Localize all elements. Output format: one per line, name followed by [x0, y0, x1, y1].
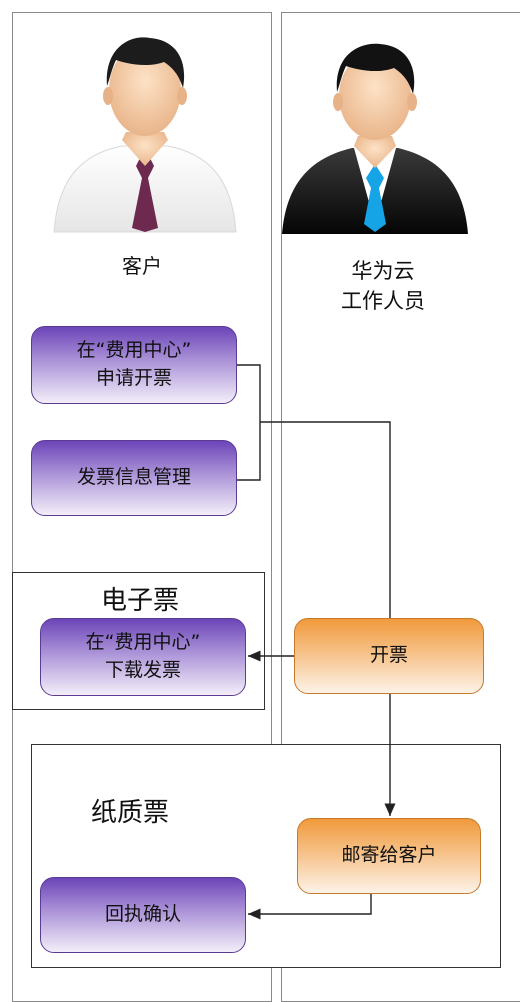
apply-invoice-step: 在“费用中心” 申请开票 — [31, 326, 237, 404]
staff-lane-title: 华为云 工作人员 — [341, 259, 425, 314]
electronic-invoice-label: 电子票 — [100, 586, 179, 616]
paper-invoice-label: 纸质票 — [90, 798, 169, 828]
download-invoice-step: 在“费用中心” 下载发票 — [40, 618, 246, 696]
confirm-receipt-step: 回执确认 — [40, 877, 246, 953]
customer-avatar-icon — [53, 37, 237, 233]
issue-invoice-step: 开票 — [294, 618, 484, 694]
customer-lane-title: 客户 — [122, 254, 162, 278]
mail-to-customer-step: 邮寄给客户 — [297, 818, 481, 894]
staff-avatar-icon — [282, 43, 468, 234]
invoice-info-management-step: 发票信息管理 — [31, 440, 237, 516]
